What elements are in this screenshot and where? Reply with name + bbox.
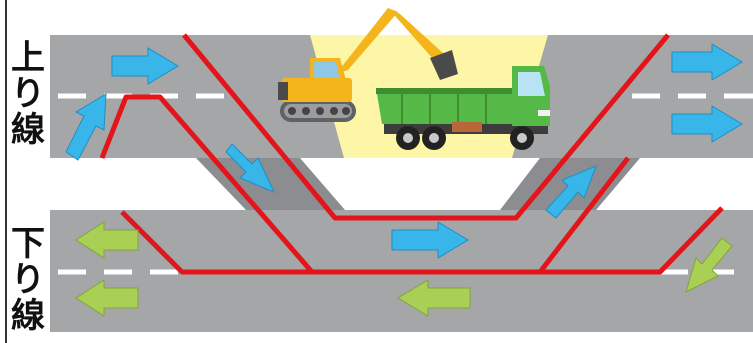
arrow-down-right-icon: [225, 143, 276, 193]
route-up-through: [182, 33, 670, 221]
arrow-left-icon: [75, 221, 139, 259]
down-line-label-char: 線: [11, 296, 45, 336]
up-line-label-char: 上: [11, 38, 45, 78]
up-line-arrows: [65, 43, 743, 259]
route-down-lane: [120, 206, 724, 275]
down-line-label: 下 り 線: [6, 226, 50, 334]
down-line-label-char: 下: [11, 224, 45, 264]
dump-truck-icon: [376, 66, 550, 150]
arrow-right-icon: [111, 47, 179, 85]
down-line-label-char: り: [11, 260, 45, 300]
arrow-right-icon: [671, 105, 743, 143]
arrow-left-icon: [75, 279, 139, 317]
arrow-down-left-icon: [685, 237, 733, 293]
up-line-label-char: り: [11, 74, 45, 114]
down-line-arrows: [75, 221, 733, 317]
traffic-routes: [99, 33, 724, 275]
up-line-label-char: 線: [11, 110, 45, 150]
arrow-up-right-icon: [65, 93, 107, 161]
arrow-right-icon: [671, 43, 743, 81]
excavator-icon: [278, 8, 458, 122]
arrow-up-right-icon: [545, 165, 597, 219]
arrow-left-icon: [397, 279, 471, 317]
arrow-right-icon: [391, 221, 469, 259]
route-up-detour: [99, 94, 630, 275]
up-line-label: 上 り 線: [6, 40, 50, 148]
